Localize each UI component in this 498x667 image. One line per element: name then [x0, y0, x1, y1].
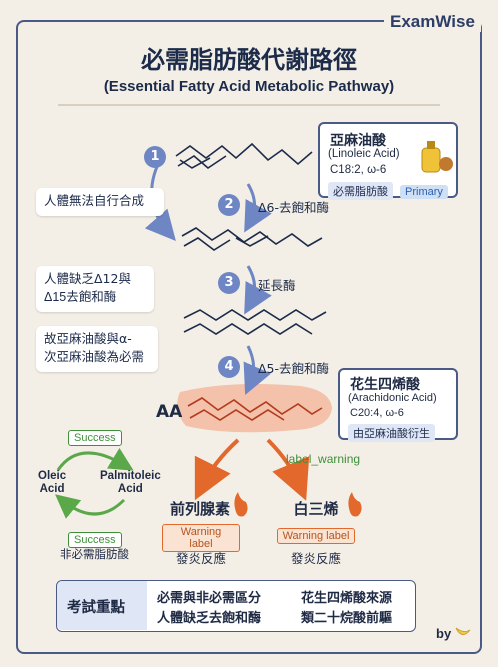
page-subtitle: (Essential Fatty Acid Metabolic Pathway): [103, 78, 395, 95]
primary-badge: Primary: [400, 185, 448, 199]
aa-highlight: [177, 384, 332, 433]
step-4-label: Δ5-去飽和酶: [258, 361, 330, 376]
banana-icon: [455, 627, 471, 635]
oleic-line1: Oleic: [38, 470, 67, 482]
linoleic-tag: 必需脂肪酸: [328, 180, 393, 200]
key-point-4: 類二十烷酸前驅: [301, 611, 393, 626]
title-divider: [58, 104, 440, 106]
linoleic-name: 亞麻油酸: [330, 133, 386, 149]
brand-logo: ExamWise: [384, 12, 481, 32]
arachidonic-card: 花生四烯酸 (Arachidonic Acid) C20:4, ω-6 由亞麻油…: [338, 368, 458, 442]
note-essential-reason: 故亞麻油酸與α- 次亞麻油酸為必需: [36, 326, 158, 372]
step-3-label: 延長酶: [258, 278, 296, 293]
linoleic-formula: C18:2, ω-6: [330, 164, 387, 176]
linoleic-card: 亞麻油酸 (Linoleic Acid) C18:2, ω-6 必需脂肪酸 Pr…: [318, 122, 458, 200]
key-points-box: 考試重點 必需與非必需區分 花生四烯酸來源 人體缺乏去飽和酶 類二十烷酸前驅: [56, 580, 416, 632]
dgla-structure: [183, 309, 327, 335]
palmitoleic-line2: Acid: [117, 483, 143, 495]
arrow-step-3: [244, 265, 272, 315]
arachidonic-tag-wrap: 由亞麻油酸衍生: [348, 422, 435, 442]
aa-label: AA: [156, 402, 183, 422]
cycle-arrow-bottom: [55, 494, 126, 519]
note-essential-line1: 故亞麻油酸與α-: [44, 331, 132, 346]
step-3-badge: 3: [218, 272, 240, 294]
leukotriene-warning-wrap: Warning label: [276, 524, 356, 544]
flame-icon: [234, 492, 248, 517]
oleic-line2: Acid: [39, 483, 65, 495]
arachidonic-english: (Arachidonic Acid): [348, 392, 437, 404]
note-cannot-synthesize-text: 人體無法自行合成: [44, 193, 145, 208]
by-label: by: [436, 626, 452, 641]
gamma-linolenic-structure: [181, 227, 323, 251]
note-cannot-synthesize: 人體無法自行合成: [36, 188, 164, 216]
prostaglandin-warning: Warning label: [162, 524, 240, 552]
key-point-1: 必需與非必需區分: [157, 591, 262, 606]
linoleic-english: (Linoleic Acid): [328, 148, 400, 160]
prostaglandin-effect: 發炎反應: [175, 551, 226, 566]
key-point-3: 人體缺乏去飽和酶: [157, 611, 262, 626]
arachidonic-formula: C20:4, ω-6: [350, 407, 404, 419]
note-lack-line1: 人體缺乏Δ12與: [44, 271, 131, 286]
step-1-badge: 1: [144, 146, 166, 168]
key-points-label-bg: [57, 581, 147, 630]
arrow-step-2: [244, 183, 272, 233]
linoleic-structure: [175, 142, 313, 170]
palmitoleic-acid-label: Palmitoleic Acid: [100, 470, 161, 496]
note-lack-line2: Δ15去飽和酶: [44, 290, 117, 304]
palmitoleic-line1: Palmitoleic: [100, 470, 161, 482]
success-top-text: Success: [68, 430, 122, 446]
essential-tag: 必需脂肪酸: [328, 182, 393, 200]
success-bottom-text: Success: [68, 532, 122, 548]
step-2-label: Δ6-去飽和酶: [258, 200, 330, 215]
flame-icon-2: [348, 492, 362, 517]
leukotriene-effect: 發炎反應: [290, 551, 341, 566]
oleic-acid-label: Oleic Acid: [38, 470, 66, 496]
page-title: 必需脂肪酸代謝路徑: [141, 46, 357, 74]
arrow-step-4: [243, 345, 272, 395]
key-points-label: 考試重點: [67, 600, 125, 616]
arrow-to-leukotriene: [266, 438, 310, 501]
primary-badge-wrap: Primary: [400, 180, 448, 199]
arrow-to-prostaglandin: [194, 438, 240, 501]
step-4-badge: 4: [218, 356, 240, 378]
prostaglandin-name: 前列腺素: [169, 500, 230, 518]
prostaglandin-warning-wrap: Warning label: [162, 524, 240, 552]
outer-frame: [16, 20, 482, 654]
success-top-badge: Success: [68, 426, 122, 446]
success-bottom-badge: Success: [68, 528, 122, 548]
step-2-badge: 2: [218, 194, 240, 216]
arachidonic-tag: 由亞麻油酸衍生: [348, 424, 435, 442]
leukotriene-warning: Warning label: [276, 528, 356, 544]
cycle-arrow-top: [56, 447, 134, 471]
oil-bottle-icon: [421, 141, 453, 173]
non-essential-label: 非必需脂肪酸: [60, 547, 129, 561]
leukotriene-name: 白三烯: [293, 500, 339, 518]
arachidonic-name: 花生四烯酸: [350, 377, 420, 393]
arachidonic-structure: [187, 397, 323, 421]
note-lack-desaturase: 人體缺乏Δ12與 Δ15去飽和酶: [36, 266, 154, 312]
note-essential-line2: 次亞麻油酸為必需: [44, 349, 145, 364]
key-point-2: 花生四烯酸來源: [301, 591, 393, 606]
label-warning-text: label_warning: [286, 452, 361, 466]
